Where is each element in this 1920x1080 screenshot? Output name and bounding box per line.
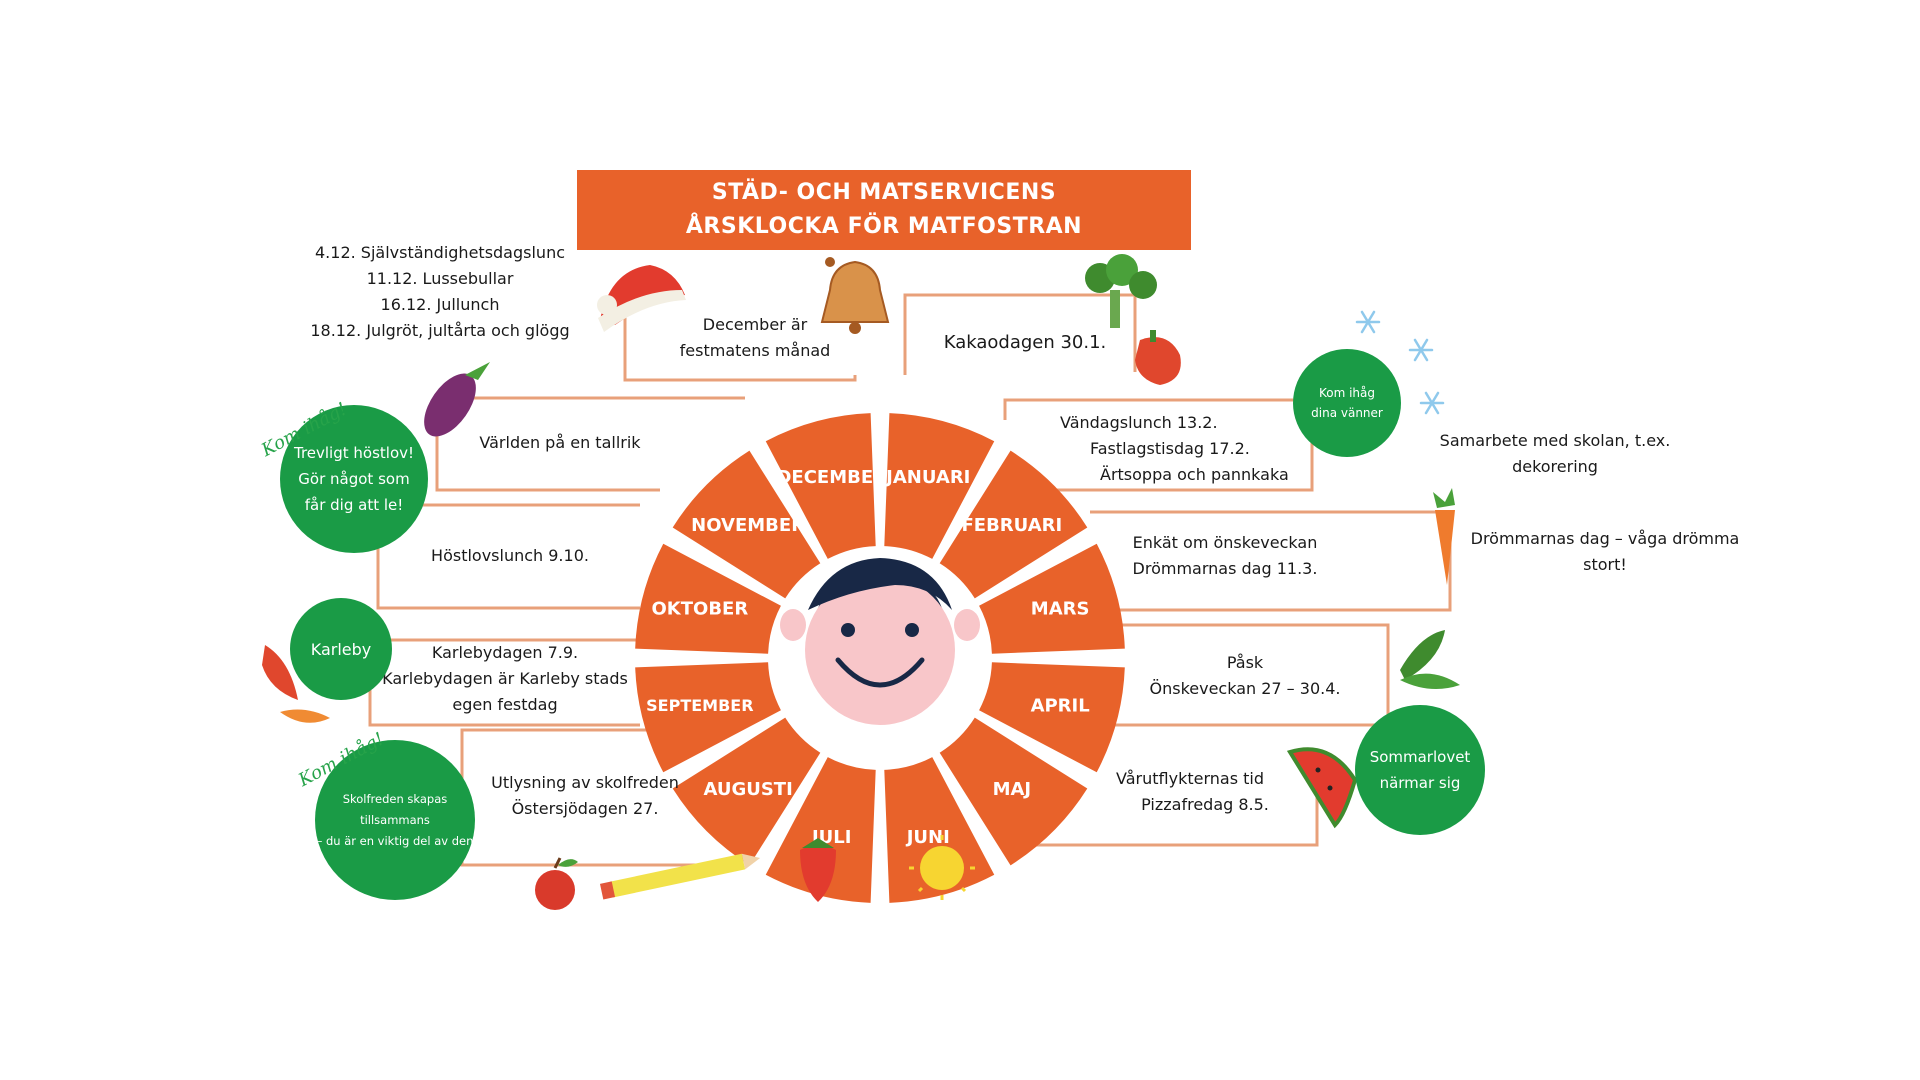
apple-icon bbox=[535, 857, 578, 910]
autumn-holiday-bubble: Trevligt höstlov! Gör något som får dig … bbox=[280, 405, 428, 553]
school-peace-bubble: Skolfreden skapas tillsammans – du är en… bbox=[315, 740, 475, 900]
sun-icon bbox=[909, 835, 975, 900]
connector-november bbox=[435, 396, 745, 492]
february-side-note: Samarbete med skolan, t.ex. dekorering bbox=[1439, 431, 1671, 476]
month-segment-augusti bbox=[672, 717, 821, 866]
month-label-juni: JUNI bbox=[905, 827, 950, 848]
february-note: Vändagslunch 13.2. Fastlagstisdag 17.2. … bbox=[1060, 413, 1289, 484]
month-segment-maj bbox=[939, 717, 1088, 866]
carrot-icon bbox=[1433, 488, 1455, 585]
month-label-april: APRIL bbox=[1031, 695, 1090, 716]
left-eye bbox=[841, 623, 855, 637]
leaf-icon bbox=[1400, 630, 1460, 689]
september-note: Karlebydagen 7.9. Karlebydagen är Karleb… bbox=[382, 643, 628, 714]
november-note: Världen på en tallrik bbox=[479, 433, 641, 452]
january-note: Kakaodagen 30.1. bbox=[943, 332, 1107, 353]
month-label-mars: MARS bbox=[1031, 599, 1090, 620]
title-line-2: ÅRSKLOCKA FÖR MATFOSTRAN bbox=[685, 214, 1083, 239]
right-eye bbox=[905, 623, 919, 637]
month-label-augusti: AUGUSTI bbox=[703, 779, 792, 800]
month-segment-mars bbox=[979, 543, 1125, 654]
month-label-november: NOVEMBER bbox=[691, 515, 805, 536]
march-side-note: Drömmarnas dag – våga drömma stort! bbox=[1470, 529, 1740, 574]
month-label-september: SEPTEMBER bbox=[646, 696, 753, 715]
smile bbox=[835, 657, 925, 688]
month-label-maj: MAJ bbox=[993, 779, 1032, 800]
eggplant-icon bbox=[424, 362, 490, 437]
month-segment-juli bbox=[765, 757, 876, 903]
bangs bbox=[808, 558, 952, 610]
connector-march bbox=[1090, 510, 1452, 612]
summer-bubble: Sommarlovet närmar sig bbox=[1355, 705, 1485, 835]
broccoli-icon bbox=[1085, 254, 1157, 328]
strawberry-icon bbox=[800, 838, 836, 902]
watermelon-icon bbox=[1286, 747, 1358, 829]
month-label-oktober: OKTOBER bbox=[651, 599, 748, 620]
title-banner: STÄD- OCH MATSERVICENS ÅRSKLOCKA FÖR MAT… bbox=[577, 170, 1191, 250]
month-segment-november bbox=[672, 450, 821, 599]
may-note: Vårutflykternas tid Pizzafredag 8.5. bbox=[1116, 769, 1269, 814]
month-label-december: DECEMBER bbox=[776, 467, 887, 488]
connector-january bbox=[903, 293, 1137, 375]
child-face bbox=[780, 558, 980, 753]
santa-hat-icon bbox=[597, 265, 686, 332]
month-segment-juni bbox=[884, 757, 995, 903]
connector-december bbox=[623, 295, 857, 382]
month-segment-december bbox=[765, 413, 876, 559]
connector-october bbox=[376, 503, 640, 610]
title-line-1: STÄD- OCH MATSERVICENS bbox=[711, 180, 1057, 205]
october-note: Höstlovslunch 9.10. bbox=[431, 546, 589, 565]
autumn-leaves-icon bbox=[262, 645, 330, 723]
april-note: Påsk Önskeveckan 27 – 30.4. bbox=[1149, 653, 1341, 698]
month-label-januari: JANUARI bbox=[884, 467, 970, 488]
left-ear bbox=[780, 609, 806, 641]
snowflake-icon bbox=[1355, 310, 1445, 415]
month-segment-januari bbox=[884, 413, 995, 559]
month-segment-september bbox=[635, 662, 781, 773]
month-segment-april bbox=[979, 662, 1125, 773]
bell-icon bbox=[820, 257, 890, 334]
face bbox=[805, 575, 955, 725]
march-note: Enkät om önskeveckan Drömmarnas dag 11.3… bbox=[1132, 533, 1318, 578]
karleby-bubble: Karleby bbox=[290, 598, 392, 700]
month-segment-februari bbox=[939, 450, 1088, 599]
august-note: Utlysning av skolfreden Östersjödagen 27… bbox=[491, 773, 679, 818]
connector-april bbox=[1090, 623, 1390, 727]
december-note: December är festmatens månad bbox=[679, 315, 831, 360]
right-ear bbox=[954, 609, 980, 641]
month-label-februari: FEBRUARI bbox=[962, 515, 1063, 536]
december-event-list: 4.12. Självständighetsdagslunc 11.12. Lu… bbox=[310, 243, 570, 340]
pepper-icon bbox=[1135, 330, 1181, 385]
pencil-icon bbox=[599, 853, 761, 900]
friends-bubble: Kom ihåg dina vänner bbox=[1293, 349, 1401, 457]
month-segment-oktober bbox=[635, 543, 781, 654]
